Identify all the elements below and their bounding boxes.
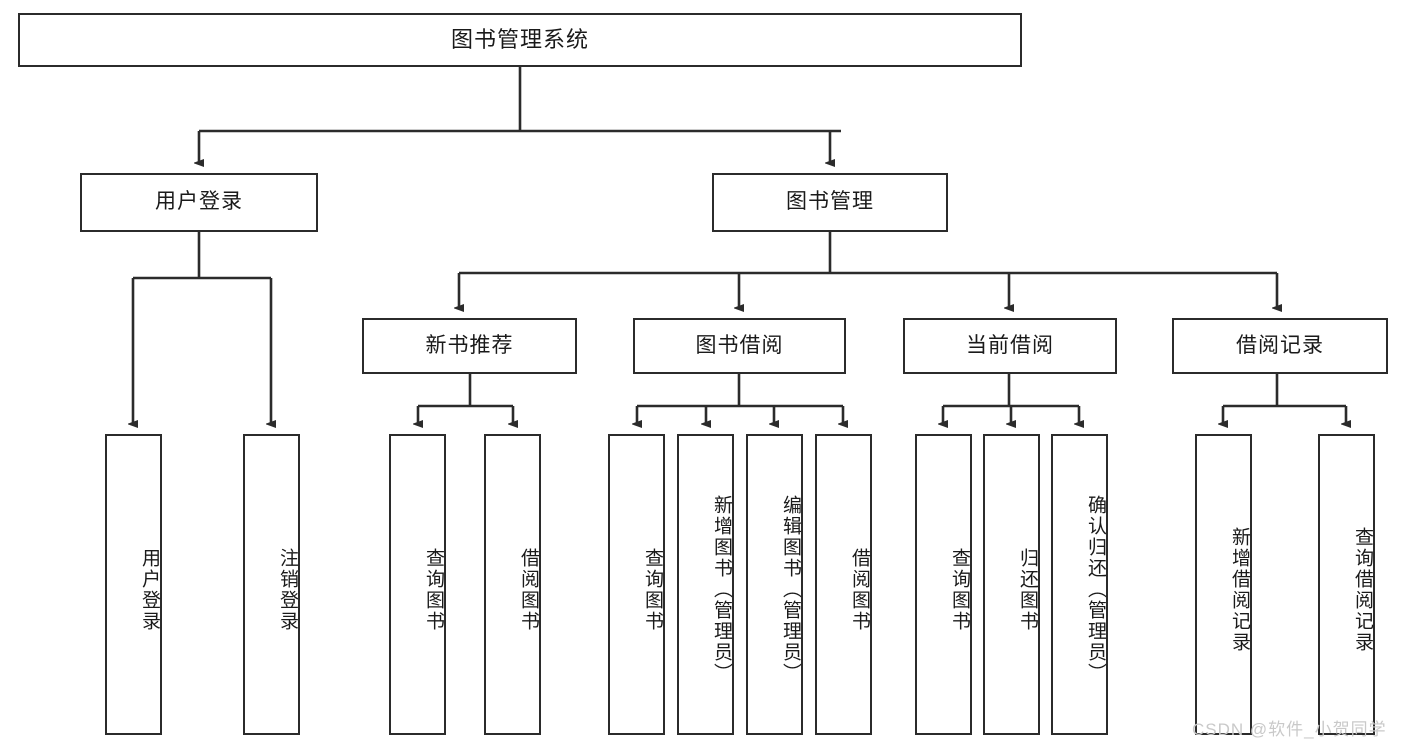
leaf-book-borrow-add[interactable]: 新增图书（管理员）	[677, 434, 734, 735]
node-label: 注销登录	[277, 547, 298, 632]
node-label: 查询借阅记录	[1352, 526, 1373, 653]
node-label: 借阅记录	[1236, 333, 1324, 357]
leaf-new-book-borrow[interactable]: 借阅图书	[484, 434, 541, 735]
leaf-current-borrow-query[interactable]: 查询图书	[915, 434, 972, 735]
node-label: 新书推荐	[425, 333, 514, 357]
node-label: 查询图书	[949, 547, 970, 632]
leaf-new-book-query[interactable]: 查询图书	[389, 434, 446, 735]
leaf-book-borrow-borrow[interactable]: 借阅图书	[815, 434, 872, 735]
node-label: 借阅图书	[518, 547, 539, 632]
node-label: 借阅图书	[849, 547, 870, 632]
node-book-management[interactable]: 图书管理	[712, 173, 948, 232]
node-user-login[interactable]: 用户登录	[80, 173, 318, 232]
node-label: 编辑图书（管理员）	[780, 495, 801, 684]
node-label: 确认归还（管理员）	[1085, 495, 1106, 684]
node-label: 图书借阅	[695, 333, 784, 357]
node-label: 用户登录	[155, 190, 243, 214]
leaf-current-borrow-confirm-return[interactable]: 确认归还（管理员）	[1051, 434, 1108, 735]
node-book-borrow[interactable]: 图书借阅	[633, 318, 846, 374]
leaf-borrow-record-query[interactable]: 查询借阅记录	[1318, 434, 1375, 735]
node-label: 用户登录	[139, 547, 160, 632]
watermark-text: CSDN @软件_小贺同学	[1192, 720, 1387, 739]
leaf-book-borrow-edit[interactable]: 编辑图书（管理员）	[746, 434, 803, 735]
node-new-book-recommend[interactable]: 新书推荐	[362, 318, 577, 374]
leaf-user-login-login[interactable]: 用户登录	[105, 434, 162, 735]
leaf-book-borrow-query[interactable]: 查询图书	[608, 434, 665, 735]
node-label: 图书管理	[786, 190, 874, 214]
node-label: 查询图书	[423, 547, 444, 632]
node-label: 归还图书	[1017, 547, 1038, 632]
node-label: 查询图书	[642, 547, 663, 632]
node-label: 新增图书（管理员）	[711, 495, 732, 684]
node-current-borrow[interactable]: 当前借阅	[903, 318, 1117, 374]
leaf-borrow-record-add[interactable]: 新增借阅记录	[1195, 434, 1252, 735]
node-root-system[interactable]: 图书管理系统	[18, 13, 1022, 67]
node-label: 图书管理系统	[450, 27, 589, 53]
node-label: 新增借阅记录	[1229, 526, 1250, 653]
node-label: 当前借阅	[966, 333, 1054, 357]
leaf-current-borrow-return[interactable]: 归还图书	[983, 434, 1040, 735]
leaf-user-login-logout[interactable]: 注销登录	[243, 434, 300, 735]
node-borrow-record[interactable]: 借阅记录	[1172, 318, 1388, 374]
